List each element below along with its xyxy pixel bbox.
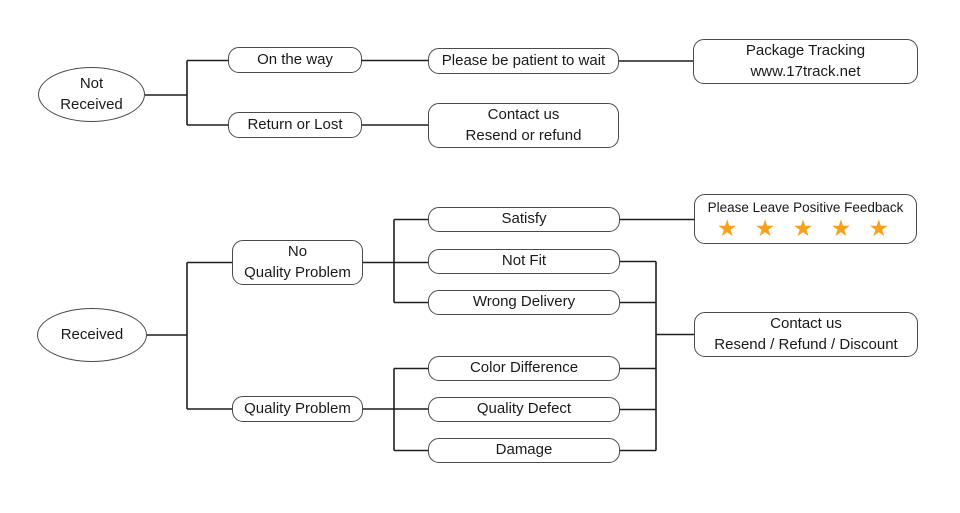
node-wrong-delivery-label: Wrong Delivery xyxy=(472,293,576,311)
connector-received-branch xyxy=(147,261,232,410)
node-satisfy: Satisfy xyxy=(428,207,620,232)
node-wrong-delivery: Wrong Delivery xyxy=(428,290,620,315)
node-positive-feedback: Please Leave Positive Feedback ★ ★ ★ ★ ★ xyxy=(694,194,917,244)
node-color-difference: Color Difference xyxy=(428,356,620,381)
node-no-quality-problem-label: No Quality Problem xyxy=(244,242,351,281)
connector-not-received-branch xyxy=(145,59,228,126)
node-received-label: Received xyxy=(60,325,124,343)
node-package-tracking-label: Package Tracking www.17track.net xyxy=(745,41,866,80)
node-not-received: Not Received xyxy=(38,67,145,122)
node-damage: Damage xyxy=(428,438,620,463)
node-not-fit-label: Not Fit xyxy=(501,252,547,270)
node-contact-resend-refund-label: Contact us Resend or refund xyxy=(465,105,582,144)
connector-no-quality-branch xyxy=(363,218,428,304)
node-contact-resend-refund: Contact us Resend or refund xyxy=(428,103,619,148)
node-received: Received xyxy=(37,308,147,362)
node-quality-problem-label: Quality Problem xyxy=(244,399,351,417)
node-on-the-way-label: On the way xyxy=(257,50,333,68)
node-return-or-lost: Return or Lost xyxy=(228,112,362,138)
node-quality-defect: Quality Defect xyxy=(428,397,620,422)
node-on-the-way: On the way xyxy=(228,47,362,73)
node-not-fit: Not Fit xyxy=(428,249,620,274)
connector-merge-to-contact-discount xyxy=(620,260,694,452)
node-positive-feedback-label: Please Leave Positive Feedback xyxy=(707,200,904,216)
connector-quality-branch xyxy=(363,367,428,452)
node-color-difference-label: Color Difference xyxy=(469,359,579,377)
node-satisfy-label: Satisfy xyxy=(501,210,547,228)
node-quality-defect-label: Quality Defect xyxy=(476,400,572,418)
node-not-received-label: Not Received xyxy=(60,74,123,113)
node-please-be-patient: Please be patient to wait xyxy=(428,48,619,74)
node-return-or-lost-label: Return or Lost xyxy=(247,115,343,133)
node-quality-problem: Quality Problem xyxy=(232,396,363,422)
node-please-be-patient-label: Please be patient to wait xyxy=(441,51,606,69)
node-no-quality-problem: No Quality Problem xyxy=(232,240,363,285)
node-contact-resend-refund-discount-label: Contact us Resend / Refund / Discount xyxy=(714,314,898,353)
node-package-tracking: Package Tracking www.17track.net xyxy=(693,39,918,84)
node-damage-label: Damage xyxy=(495,441,553,459)
five-star-rating-icons: ★ ★ ★ ★ ★ xyxy=(716,215,895,242)
node-contact-resend-refund-discount: Contact us Resend / Refund / Discount xyxy=(694,312,918,357)
